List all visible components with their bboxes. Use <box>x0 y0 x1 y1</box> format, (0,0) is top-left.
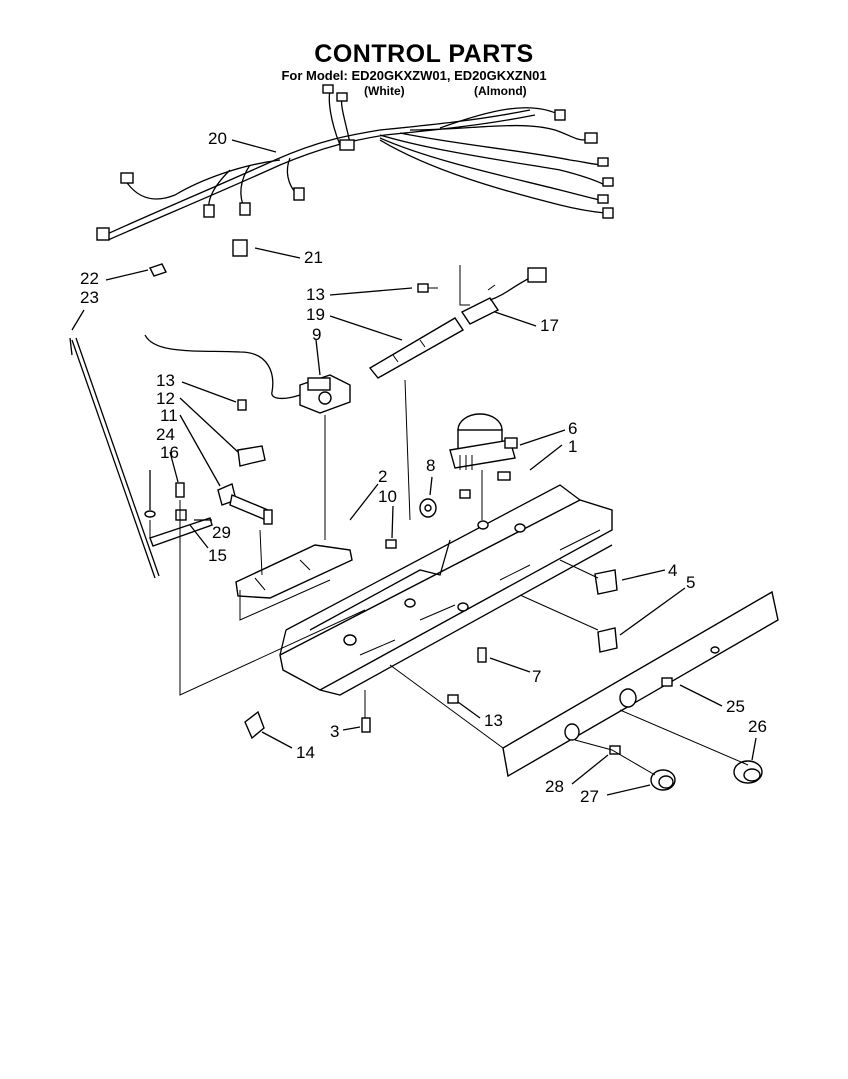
callout-23: 23 <box>80 288 99 307</box>
callout-13-left: 13 <box>156 371 175 390</box>
callout-14: 14 <box>296 743 315 762</box>
part-10-screw <box>385 539 397 549</box>
part-21-clip <box>232 239 248 257</box>
callout-12: 12 <box>156 389 175 408</box>
callout-24: 24 <box>156 425 175 444</box>
callout-27: 27 <box>580 787 599 806</box>
callout-9: 9 <box>312 325 321 344</box>
part-26-knob <box>733 760 763 784</box>
callout-7: 7 <box>532 667 541 686</box>
callout-13-lower: 13 <box>484 711 503 730</box>
callout-10: 10 <box>378 487 397 506</box>
part-12-bracket <box>237 445 266 467</box>
diagram-title: CONTROL PARTS <box>314 40 534 68</box>
part-24-washer <box>144 510 156 518</box>
callout-1: 1 <box>568 437 577 456</box>
part-19-socket <box>368 317 465 379</box>
part-4-switch <box>594 569 618 595</box>
callout-8: 8 <box>426 456 435 475</box>
callout-6: 6 <box>568 419 577 438</box>
callout-19: 19 <box>306 305 325 324</box>
callout-28: 28 <box>545 777 564 796</box>
assembly-lines <box>149 270 749 776</box>
leader-lines <box>71 139 757 796</box>
part-13-screw-upper <box>417 283 438 293</box>
model-line: For Model: ED20GKXZW01, ED20GKXZN01 <box>281 68 547 83</box>
callout-16: 16 <box>160 443 179 462</box>
part-28-clip <box>609 745 621 755</box>
callout-17: 17 <box>540 316 559 335</box>
callout-20: 20 <box>208 129 227 148</box>
callout-22: 22 <box>80 269 99 288</box>
part-23-rod <box>69 337 160 579</box>
part-1-housing <box>279 471 613 696</box>
callout-15: 15 <box>208 546 227 565</box>
part-25-panel <box>502 590 779 778</box>
part-9-control <box>299 374 351 414</box>
callout-13-upper: 13 <box>306 285 325 304</box>
part-11-shaft <box>217 483 273 525</box>
part-14-clip <box>244 710 265 740</box>
part-7-screw <box>477 647 487 663</box>
callout-21: 21 <box>304 248 323 267</box>
color-white-label: (White) <box>364 84 405 98</box>
wire-harness <box>96 84 614 241</box>
callout-2: 2 <box>378 467 387 486</box>
part-6-timer <box>449 413 518 470</box>
callout-25: 25 <box>726 697 745 716</box>
part-13-screw-lower <box>447 694 459 704</box>
part-16-screw <box>175 482 185 498</box>
callout-4: 4 <box>668 561 677 580</box>
callout-11: 11 <box>160 406 178 425</box>
callout-5: 5 <box>686 573 695 592</box>
part-22-clip <box>149 263 167 277</box>
part-27-knob <box>650 769 676 791</box>
part-15-lever <box>149 509 213 547</box>
part-5-switch <box>597 627 618 653</box>
part-3-screw <box>361 717 371 733</box>
part-17-capacitor <box>459 265 547 325</box>
callout-26: 26 <box>748 717 767 736</box>
callout-29: 29 <box>212 523 231 542</box>
part-13-screw-left <box>237 399 247 411</box>
capillary-tube <box>144 334 301 400</box>
part-2-bracket <box>235 544 353 599</box>
callout-labels: 20 21 22 23 13 19 9 17 13 12 11 24 16 6 … <box>80 129 767 806</box>
callout-3: 3 <box>330 722 339 741</box>
color-almond-label: (Almond) <box>474 84 527 98</box>
part-8-bushing <box>419 498 437 518</box>
